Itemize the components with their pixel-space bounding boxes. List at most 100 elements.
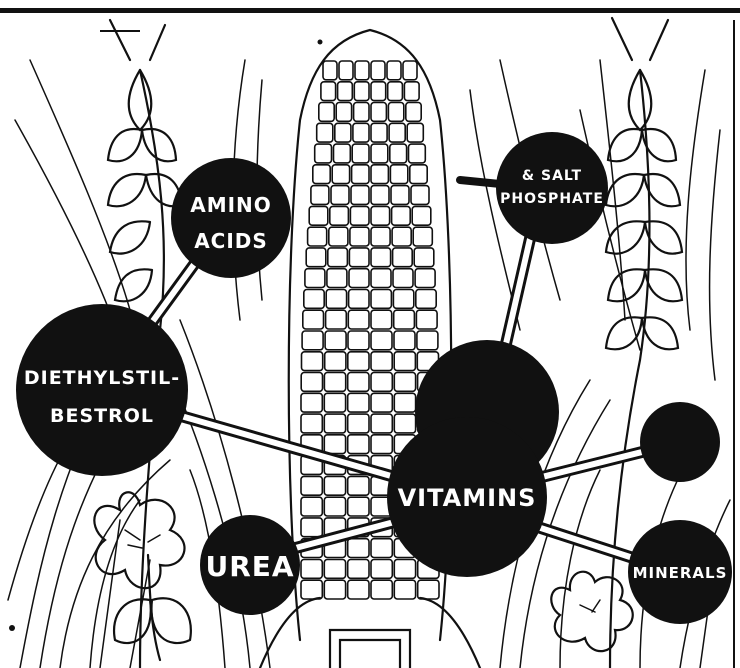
corn-kernel bbox=[371, 310, 392, 329]
corn-kernel bbox=[392, 227, 411, 246]
molecule-unlabeled-small bbox=[640, 402, 720, 482]
corn-kernel bbox=[415, 269, 435, 288]
corn-kernel bbox=[324, 373, 345, 392]
corn-kernel bbox=[308, 227, 327, 246]
corn-kernel bbox=[371, 393, 392, 412]
corn-kernel bbox=[354, 103, 369, 122]
corn-kernel bbox=[317, 123, 333, 142]
corn-kernel bbox=[413, 227, 432, 246]
corn-kernel bbox=[409, 144, 426, 163]
corn-kernel bbox=[334, 144, 351, 163]
clover-right bbox=[551, 572, 632, 651]
corn-kernel bbox=[371, 435, 392, 454]
corn-kernel bbox=[371, 227, 390, 246]
corn-kernel bbox=[371, 165, 388, 184]
diethylstilbestrol-line2: BESTROL bbox=[50, 405, 154, 427]
corn-kernel bbox=[371, 560, 392, 579]
corn-kernel bbox=[301, 373, 322, 392]
corn-kernel bbox=[371, 373, 392, 392]
corn-kernel bbox=[388, 103, 403, 122]
corn-kernel bbox=[301, 518, 322, 537]
corn-kernel bbox=[394, 393, 415, 412]
urea-label: UREA bbox=[205, 550, 294, 583]
corn-kernel bbox=[325, 352, 346, 371]
corn-kernel bbox=[371, 206, 390, 225]
corn-kernel bbox=[331, 186, 349, 205]
corn-kernel bbox=[328, 248, 348, 267]
corn-kernel bbox=[416, 290, 436, 309]
corn-kernel bbox=[348, 310, 369, 329]
corn-kernel bbox=[412, 206, 431, 225]
amino-acids-line2: ACIDS bbox=[194, 229, 268, 253]
corn-kernel bbox=[349, 290, 369, 309]
corn-kernel bbox=[309, 206, 328, 225]
corn-kernel bbox=[403, 61, 417, 80]
corn-kernel bbox=[348, 435, 369, 454]
corn-kernel bbox=[330, 206, 349, 225]
corn-kernel bbox=[371, 123, 387, 142]
corn-kernel bbox=[394, 414, 415, 433]
corn-kernel bbox=[371, 352, 392, 371]
corn-kernel bbox=[371, 580, 392, 599]
corn-kernel bbox=[301, 580, 322, 599]
corn-kernel bbox=[394, 352, 415, 371]
corn-kernel bbox=[348, 331, 369, 350]
corn-kernel bbox=[411, 186, 429, 205]
corn-kernel bbox=[324, 414, 345, 433]
corn-kernel bbox=[349, 269, 369, 288]
molecule-salt-phosphate: & SALT PHOSPHATE bbox=[496, 132, 608, 244]
corn-kernel bbox=[418, 580, 439, 599]
corn-kernel bbox=[339, 61, 353, 80]
corn-kernel bbox=[301, 560, 322, 579]
corn-kernel bbox=[414, 248, 434, 267]
molecule-diethylstilbestrol: DIETHYLSTIL- BESTROL bbox=[16, 304, 188, 476]
corn-kernel bbox=[301, 393, 322, 412]
diethylstilbestrol-line1: DIETHYLSTIL- bbox=[24, 367, 180, 389]
corn-kernel bbox=[371, 61, 385, 80]
corn-kernel bbox=[392, 206, 411, 225]
corn-kernel bbox=[394, 560, 415, 579]
corn-kernel bbox=[371, 269, 391, 288]
corn-kernel bbox=[348, 539, 369, 558]
top-border bbox=[0, 8, 740, 13]
corn-kernel bbox=[321, 82, 336, 101]
corn-kernel bbox=[390, 165, 407, 184]
molecule-amino-acids: AMINO ACIDS bbox=[171, 158, 291, 278]
corn-kernel bbox=[394, 580, 415, 599]
corn-kernel bbox=[305, 269, 325, 288]
corn-kernel bbox=[324, 580, 345, 599]
corn-kernel bbox=[350, 227, 369, 246]
corn-kernel bbox=[350, 206, 369, 225]
corn-kernel bbox=[407, 123, 423, 142]
corn-kernel bbox=[391, 186, 409, 205]
corn-kernel bbox=[324, 497, 345, 516]
salt-phosphate-line2: PHOSPHATE bbox=[500, 191, 604, 207]
corn-kernel bbox=[348, 580, 369, 599]
corn-kernel bbox=[348, 476, 369, 495]
corn-kernel bbox=[349, 248, 369, 267]
corn-kernel bbox=[304, 290, 324, 309]
corn-kernel bbox=[326, 310, 347, 329]
corn-kernel bbox=[301, 476, 322, 495]
corn-kernel bbox=[302, 331, 323, 350]
corn-kernel bbox=[404, 82, 419, 101]
corn-kernel bbox=[303, 310, 324, 329]
corn-kernel bbox=[348, 414, 369, 433]
corn-kernel bbox=[394, 373, 415, 392]
corn-kernel bbox=[410, 165, 427, 184]
corn-kernel bbox=[371, 186, 389, 205]
corn-kernel bbox=[335, 123, 351, 142]
corn-kernel bbox=[371, 414, 392, 433]
corn-kernel bbox=[371, 82, 386, 101]
corn-kernel bbox=[393, 269, 413, 288]
corn-kernel bbox=[301, 497, 322, 516]
corn-kernel bbox=[393, 290, 413, 309]
vitamins-label: VITAMINS bbox=[398, 484, 537, 512]
corn-kernel bbox=[348, 560, 369, 579]
minerals-label: MINERALS bbox=[633, 564, 728, 582]
corn-kernel bbox=[351, 186, 369, 205]
corn-kernel bbox=[394, 331, 415, 350]
corn-kernel bbox=[353, 123, 369, 142]
corn-kernel bbox=[406, 103, 421, 122]
